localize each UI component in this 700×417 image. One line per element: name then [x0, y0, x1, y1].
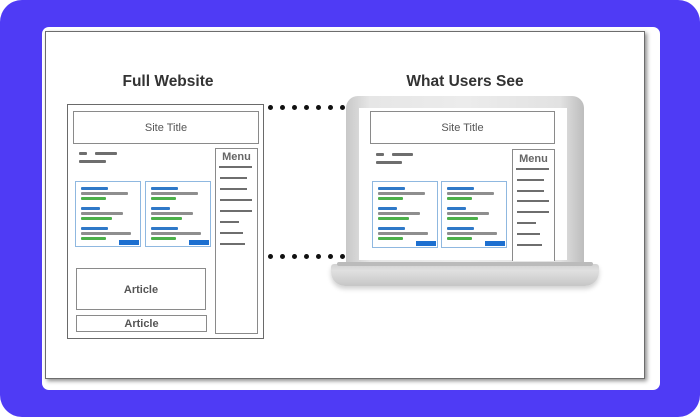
article-box-large: Article: [76, 268, 206, 310]
card-heading-line: [378, 207, 397, 210]
card-heading-line: [447, 207, 466, 210]
card-link-line: [151, 197, 176, 200]
text-line: [95, 152, 117, 155]
card-text-line: [81, 212, 123, 215]
card-heading-line: [378, 227, 405, 230]
card-button: [416, 241, 436, 246]
card-text-line: [151, 232, 201, 235]
laptop-menu-sidebar: Menu: [512, 149, 555, 261]
laptop-content-card-1: [372, 181, 438, 248]
card-heading-line: [447, 227, 474, 230]
article-label: Article: [123, 284, 159, 296]
card-heading-line: [81, 227, 108, 230]
card-link-line: [151, 217, 182, 220]
menu-line: [517, 222, 536, 224]
card-heading-line: [151, 227, 178, 230]
card-link-line: [447, 197, 472, 200]
menu-line: [517, 244, 542, 246]
text-line: [376, 153, 384, 156]
text-line: [79, 152, 87, 155]
laptop-site-title-box: Site Title: [370, 111, 555, 144]
laptop-hinge: [337, 262, 593, 266]
card-text-line: [378, 212, 420, 215]
menu-line: [517, 190, 544, 192]
card-link-line: [81, 197, 106, 200]
card-link-line: [378, 237, 403, 240]
article-box-small: Article: [76, 315, 207, 332]
menu-sidebar: Menu: [215, 148, 258, 334]
menu-line: [517, 200, 549, 202]
card-link-line: [81, 237, 106, 240]
card-text-line: [81, 192, 128, 195]
menu-line: [220, 210, 252, 212]
laptop-content-card-2: [441, 181, 507, 248]
site-title-box: Site Title: [73, 111, 259, 144]
menu-line: [517, 233, 540, 235]
card-link-line: [81, 217, 112, 220]
menu-label: Menu: [519, 153, 548, 165]
menu-line: [220, 221, 239, 223]
card-heading-line: [447, 187, 474, 190]
article-label: Article: [124, 318, 159, 330]
card-button: [119, 240, 139, 245]
card-text-line: [378, 192, 425, 195]
menu-line: [220, 232, 243, 234]
card-text-line: [447, 192, 494, 195]
card-text-line: [447, 212, 489, 215]
menu-line: [220, 243, 245, 245]
menu-label: Menu: [222, 151, 251, 163]
full-website-heading: Full Website: [122, 73, 214, 90]
card-text-line: [81, 232, 131, 235]
text-line: [392, 153, 413, 156]
menu-line: [517, 211, 549, 213]
text-line: [79, 160, 106, 163]
card-heading-line: [81, 187, 108, 190]
menu-line: [220, 199, 252, 201]
laptop-base: [331, 264, 599, 286]
card-text-line: [447, 232, 497, 235]
site-title-label: Site Title: [441, 122, 484, 134]
menu-line: [517, 179, 544, 181]
menu-line: [220, 188, 247, 190]
text-line: [376, 161, 402, 164]
card-heading-line: [378, 187, 405, 190]
card-text-line: [378, 232, 428, 235]
content-card-1: [75, 181, 141, 247]
card-heading-line: [81, 207, 100, 210]
menu-line: [219, 166, 252, 168]
card-text-line: [151, 192, 198, 195]
card-link-line: [378, 217, 409, 220]
card-button: [189, 240, 209, 245]
card-button: [485, 241, 505, 246]
card-link-line: [151, 237, 176, 240]
card-link-line: [378, 197, 403, 200]
menu-line: [220, 177, 247, 179]
site-title-label: Site Title: [144, 122, 188, 134]
card-text-line: [151, 212, 193, 215]
card-heading-line: [151, 207, 170, 210]
card-link-line: [447, 237, 472, 240]
content-card-2: [145, 181, 211, 247]
card-link-line: [447, 217, 478, 220]
card-heading-line: [151, 187, 178, 190]
what-users-see-heading: What Users See: [406, 73, 524, 90]
menu-line: [516, 168, 549, 170]
